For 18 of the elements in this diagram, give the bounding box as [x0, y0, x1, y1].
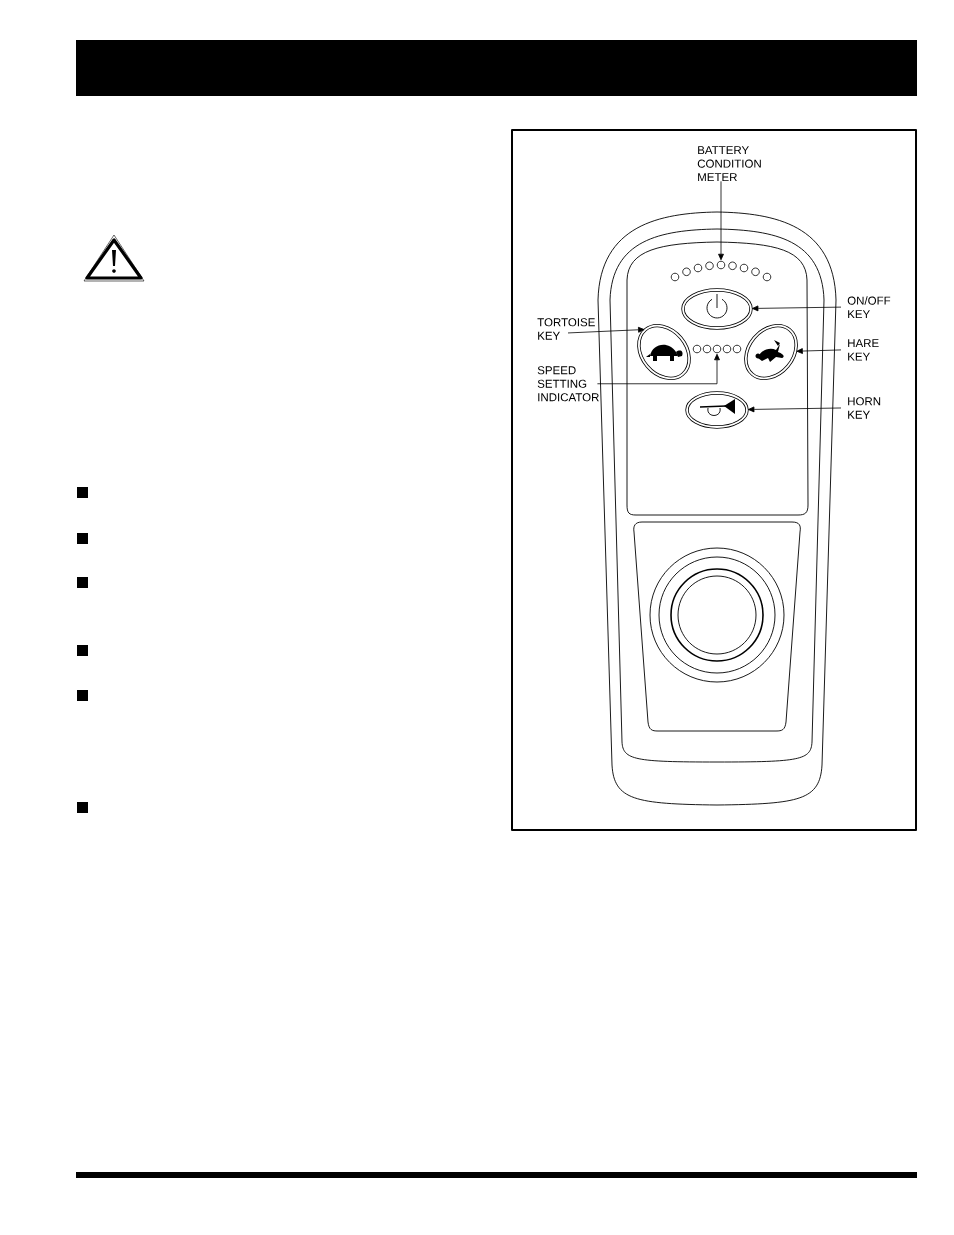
key-button [744, 324, 798, 381]
leader-line [748, 406, 842, 413]
key-button [685, 391, 749, 429]
leader-line [597, 353, 720, 385]
leader-line [718, 180, 724, 261]
leader-line [752, 305, 842, 312]
indicator-light [716, 260, 726, 270]
callout-label: SPEED SETTING INDICATOR [537, 366, 599, 402]
callout-label: HORN KEY [848, 397, 881, 419]
callout-label: HARE KEY [848, 339, 879, 361]
key-button [681, 288, 753, 330]
callout-label: BATTERY CONDITION METER [697, 146, 761, 182]
leader-line [796, 348, 842, 354]
leader-line [567, 326, 645, 334]
callout-label: TORTOISE KEY [537, 318, 595, 340]
callout-label: ON/OFF KEY [847, 296, 891, 319]
indicator-light [712, 344, 722, 354]
key-button [637, 324, 691, 381]
